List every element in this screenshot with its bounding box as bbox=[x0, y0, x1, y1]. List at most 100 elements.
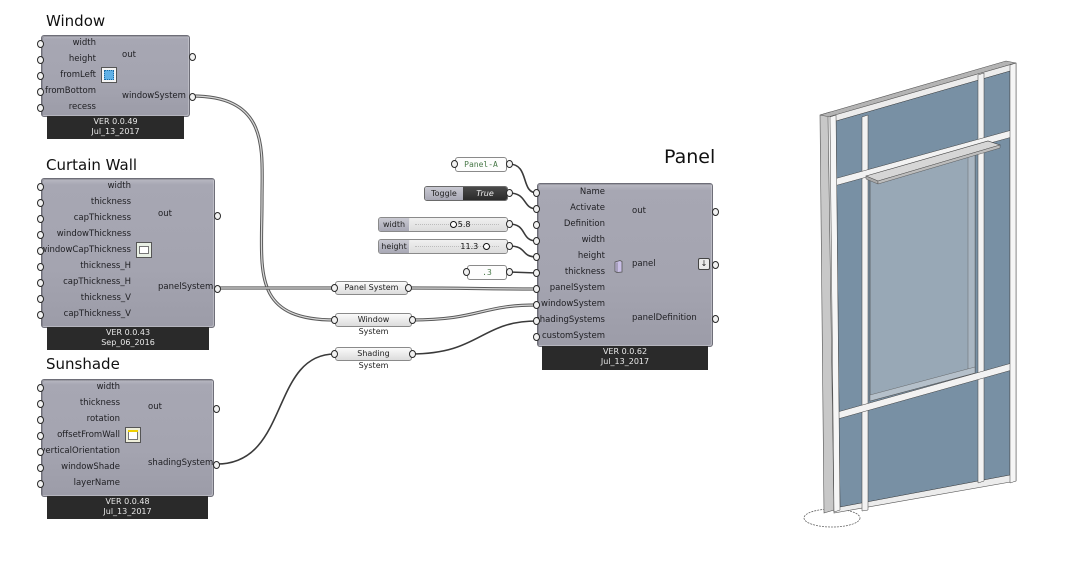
toggle-value[interactable]: True bbox=[463, 187, 507, 200]
panel-component-title: Panel bbox=[664, 146, 716, 168]
height-slider-knob[interactable] bbox=[483, 243, 491, 250]
window-input-recess: recess bbox=[68, 102, 96, 112]
panel-component[interactable]: VER 0.0.62 Jul_13_2017 Name Activate Def… bbox=[533, 183, 719, 371]
sunshade-input-verticalorientation: verticalOrientation bbox=[40, 446, 120, 456]
curtain-wall-port-width[interactable] bbox=[37, 183, 44, 191]
window-port-recess[interactable] bbox=[37, 104, 44, 112]
sunshade-port-layername[interactable] bbox=[37, 480, 44, 488]
height-slider-out-port[interactable] bbox=[506, 242, 513, 250]
base-gizmo bbox=[803, 508, 861, 528]
height-slider-value: 11.3 bbox=[460, 242, 479, 251]
curtain-wall-port-thickness[interactable] bbox=[37, 199, 44, 207]
sunshade-port-windowshade[interactable] bbox=[37, 464, 44, 472]
sunshade-component[interactable]: VER 0.0.48 Jul_13_2017 width thickness r… bbox=[37, 379, 220, 519]
window-input-width: width bbox=[72, 38, 96, 48]
panel-port-customsystem[interactable] bbox=[533, 333, 540, 341]
curtain-wall-input-thickness: thickness bbox=[90, 197, 131, 207]
curtain-wall-port-out[interactable] bbox=[214, 212, 221, 220]
panel-port-name[interactable] bbox=[533, 189, 540, 197]
curtain-wall-component-body[interactable] bbox=[41, 178, 215, 328]
panel-port-activate[interactable] bbox=[533, 205, 540, 213]
panel-port-width[interactable] bbox=[533, 237, 540, 245]
panel-system-relay[interactable]: Panel System bbox=[335, 281, 408, 295]
name-panel-in-port[interactable] bbox=[451, 160, 458, 168]
panel-port-shadingsystems[interactable] bbox=[533, 317, 540, 325]
thickness-panel-param[interactable]: .3 bbox=[467, 265, 507, 280]
curtain-wall-input-thickness-h: thickness_H bbox=[80, 261, 131, 271]
window-port-height[interactable] bbox=[37, 56, 44, 64]
sunshade-port-offsetfromwall[interactable] bbox=[37, 432, 44, 440]
window-port-width[interactable] bbox=[37, 40, 44, 48]
sunshade-port-out[interactable] bbox=[213, 405, 220, 413]
window-system-relay-out-port[interactable] bbox=[409, 316, 416, 324]
name-panel-param[interactable]: Panel-A bbox=[455, 157, 507, 172]
curtain-wall-port-capthickness[interactable] bbox=[37, 215, 44, 223]
curtain-wall-component[interactable]: VER 0.0.43 Sep_06_2016 width thickness c… bbox=[37, 178, 221, 350]
panel-system-relay-out-port[interactable] bbox=[405, 284, 412, 292]
curtain-wall-port-windowthickness[interactable] bbox=[37, 231, 44, 239]
curtain-wall-icon bbox=[136, 242, 152, 258]
shading-system-relay-in-port[interactable] bbox=[331, 350, 338, 358]
panel-port-panel[interactable] bbox=[712, 261, 719, 269]
curtain-wall-port-windowcapthickness[interactable] bbox=[37, 247, 44, 255]
window-output-out: out bbox=[122, 50, 136, 60]
panel-system-relay-in-port[interactable] bbox=[331, 284, 338, 292]
curtain-wall-port-thickness-v[interactable] bbox=[37, 295, 44, 303]
toggle-out-port[interactable] bbox=[506, 189, 513, 197]
curtain-wall-port-thickness-h[interactable] bbox=[37, 263, 44, 271]
activate-toggle[interactable]: Toggle True bbox=[424, 186, 508, 201]
sunshade-port-rotation[interactable] bbox=[37, 416, 44, 424]
panel-input-definition: Definition bbox=[563, 219, 605, 229]
shading-system-relay-out-port[interactable] bbox=[409, 350, 416, 358]
curtain-wall-date: Sep_06_2016 bbox=[101, 338, 155, 347]
curtain-wall-component-title: Curtain Wall bbox=[46, 156, 138, 174]
height-slider[interactable]: height 11.3 bbox=[378, 239, 508, 254]
height-slider-label: height bbox=[379, 240, 409, 253]
panel-port-windowsystem[interactable] bbox=[533, 301, 540, 309]
curtain-wall-input-windowthickness: windowThickness bbox=[56, 229, 131, 239]
panel-input-thickness: thickness bbox=[564, 267, 605, 277]
panel-port-definition[interactable] bbox=[533, 221, 540, 229]
sunshade-port-width[interactable] bbox=[37, 384, 44, 392]
panel-output-menu-icon[interactable]: ↓ bbox=[698, 258, 710, 270]
wire-shading-system bbox=[216, 353, 336, 465]
panel-component-body[interactable] bbox=[537, 183, 713, 347]
sunshade-icon bbox=[125, 427, 141, 443]
window-port-out[interactable] bbox=[189, 53, 196, 61]
panel-input-activate: Activate bbox=[570, 203, 605, 213]
sunshade-port-thickness[interactable] bbox=[37, 400, 44, 408]
wire-panel-system-in bbox=[406, 286, 539, 291]
panel-port-height[interactable] bbox=[533, 253, 540, 261]
panel-date: Jul_13_2017 bbox=[600, 357, 650, 366]
panel-port-thickness[interactable] bbox=[533, 269, 540, 277]
curtain-wall-input-capthickness: capThickness bbox=[73, 213, 131, 223]
window-port-frombottom[interactable] bbox=[37, 88, 44, 96]
sunshade-port-verticalorientation[interactable] bbox=[37, 448, 44, 456]
name-panel-out-port[interactable] bbox=[506, 160, 513, 168]
window-input-height: height bbox=[68, 54, 96, 64]
width-slider-out-port[interactable] bbox=[506, 220, 513, 228]
shading-system-relay[interactable]: Shading System bbox=[335, 347, 412, 370]
panel-icon bbox=[614, 258, 623, 273]
curtain-wall-port-capthickness-v[interactable] bbox=[37, 311, 44, 319]
thickness-panel-out-port[interactable] bbox=[506, 268, 513, 276]
panel-port-out[interactable] bbox=[712, 208, 719, 216]
window-input-fromleft: fromLeft bbox=[60, 70, 96, 80]
window-port-fromleft[interactable] bbox=[37, 72, 44, 80]
window-component-title: Window bbox=[46, 12, 106, 30]
curtain-wall-port-panelsystem[interactable] bbox=[214, 285, 221, 293]
sunshade-port-shadingsystem[interactable] bbox=[213, 461, 220, 469]
thickness-panel-in-port[interactable] bbox=[463, 268, 470, 276]
width-slider[interactable]: width 5.8 bbox=[378, 217, 508, 232]
window-port-windowsystem[interactable] bbox=[189, 93, 196, 101]
window-component[interactable]: VER 0.0.49 Jul_13_2017 width height from… bbox=[37, 35, 196, 141]
panel-input-height: height bbox=[577, 251, 605, 261]
panel-port-panelsystem[interactable] bbox=[533, 285, 540, 293]
panel-port-paneldefinition[interactable] bbox=[712, 315, 719, 323]
width-slider-knob[interactable] bbox=[449, 221, 457, 228]
curtain-wall-input-capthickness-h: capThickness_H bbox=[63, 277, 131, 287]
window-system-relay[interactable]: Window System bbox=[335, 313, 412, 336]
window-system-relay-in-port[interactable] bbox=[331, 316, 338, 324]
curtain-wall-port-capthickness-h[interactable] bbox=[37, 279, 44, 287]
